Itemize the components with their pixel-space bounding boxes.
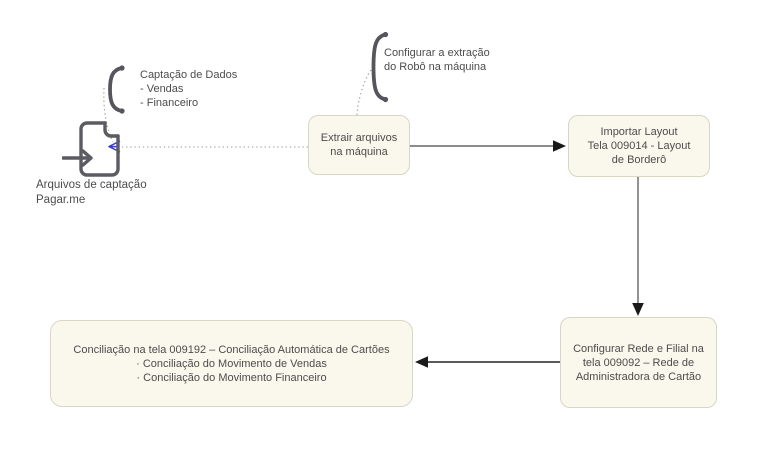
node-text-line: na máquina (330, 146, 388, 158)
dotted-connector-brace-to-file (103, 87, 114, 143)
node-text-line: tela 009092 – Rede de (582, 356, 695, 369)
annotation-line: Configurar a extração (384, 47, 490, 59)
curly-brace-icon (108, 65, 125, 114)
node-text-line: · Conciliação do Movimento de Vendas (136, 357, 327, 370)
node-text-line: Conciliação na tela 009192 – Conciliação… (73, 343, 390, 356)
node-conciliacao: Conciliação na tela 009192 – Conciliação… (50, 320, 413, 407)
node-text-line: de Borderô (611, 154, 667, 166)
arrow-configurar-to-conciliacao (415, 356, 560, 368)
arrow-importar-to-configurar (632, 177, 644, 316)
node-text-line: Configurar Rede e Filial na (573, 342, 704, 355)
file-import-icon (61, 118, 122, 178)
file-label: Arquivos de captação Pagar.me (36, 178, 147, 208)
file-label-line: Pagar.me (36, 194, 86, 206)
node-text-line: Extrair arquivos (320, 132, 398, 144)
annotation-line: do Robô na máquina (384, 61, 487, 73)
node-text-line: · Conciliação do Movimento Financeiro (136, 371, 327, 384)
arrow-extrair-to-importar (410, 140, 566, 152)
node-configurar-rede: Configurar Rede e Filial na tela 009092 … (560, 317, 717, 408)
node-text-line: Administradora de Cartão (575, 370, 702, 383)
annotation-extracao: Configurar a extração do Robô na máquina (384, 46, 490, 74)
node-text-line: Tela 009014 - Layout (587, 140, 691, 152)
annotation-line: Captação de Dados (140, 69, 238, 81)
node-extrair-arquivos: Extrair arquivos na máquina (308, 115, 410, 175)
dotted-connector-brace-to-extrair (356, 69, 372, 116)
curly-brace-icon (371, 31, 389, 103)
annotation-line: - Financeiro (140, 97, 199, 109)
file-label-line: Arquivos de captação (36, 179, 147, 191)
annotation-captacao: Captação de Dados - Vendas - Financeiro (140, 68, 237, 110)
node-importar-layout: Importar Layout Tela 009014 - Layout de … (568, 115, 710, 177)
node-text-line: Importar Layout (600, 126, 678, 138)
annotation-line: - Vendas (140, 83, 184, 95)
